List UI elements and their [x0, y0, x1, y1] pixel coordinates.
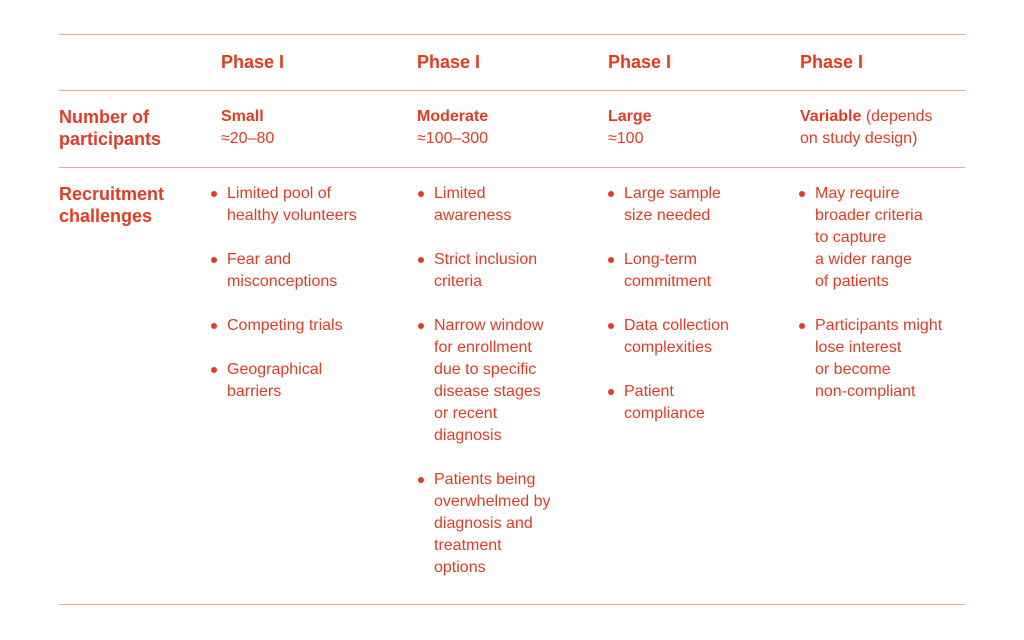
challenge-item: Participants might lose interest or beco… [798, 315, 998, 403]
column-header: Phase I [417, 52, 481, 72]
recruitment-list: May require broader criteria to capture … [798, 183, 998, 425]
challenge-item: Patients being overwhelmed by diagnosis … [417, 469, 597, 579]
challenge-item: Narrow window for enrollment due to spec… [417, 315, 597, 447]
participants-size: Small [221, 108, 264, 125]
participants-cell: Large ≈100 [608, 106, 652, 150]
challenge-item: Limited pool of healthy volunteers [210, 183, 400, 227]
challenge-item: Strict inclusion criteria [417, 249, 597, 293]
participants-cell: Small ≈20–80 [221, 106, 274, 150]
participants-size: Moderate [417, 108, 489, 125]
participants-cell: Moderate ≈100–300 [417, 106, 488, 150]
participants-range: ≈100–300 [417, 130, 489, 147]
participants-range: ≈20–80 [221, 130, 275, 147]
participants-size: Large [608, 108, 652, 125]
challenge-item: Patient compliance [607, 381, 787, 425]
column-header: Phase I [221, 52, 285, 72]
header-rule [59, 90, 965, 91]
challenge-item: Long-term commitment [607, 249, 787, 293]
row-label-participants: Number of participants [59, 107, 162, 149]
row-rule [59, 167, 965, 168]
challenge-item: May require broader criteria to capture … [798, 183, 998, 293]
participants-note: (depends on study design) [800, 108, 933, 147]
top-rule [59, 34, 965, 35]
challenge-item: Large sample size needed [607, 183, 787, 227]
challenge-item: Data collection complexities [607, 315, 787, 359]
participants-cell: Variable (depends on study design) [800, 106, 933, 150]
bottom-rule [59, 604, 965, 605]
challenge-item: Geographical barriers [210, 359, 400, 403]
column-header: Phase I [800, 52, 864, 72]
challenge-item: Competing trials [210, 315, 400, 337]
participants-range: ≈100 [608, 130, 644, 147]
challenge-item: Limited awareness [417, 183, 597, 227]
participants-size: Variable [800, 108, 862, 125]
challenge-item: Fear and misconceptions [210, 249, 400, 293]
column-header: Phase I [608, 52, 672, 72]
row-label-recruitment: Recruitment challenges [59, 184, 165, 226]
